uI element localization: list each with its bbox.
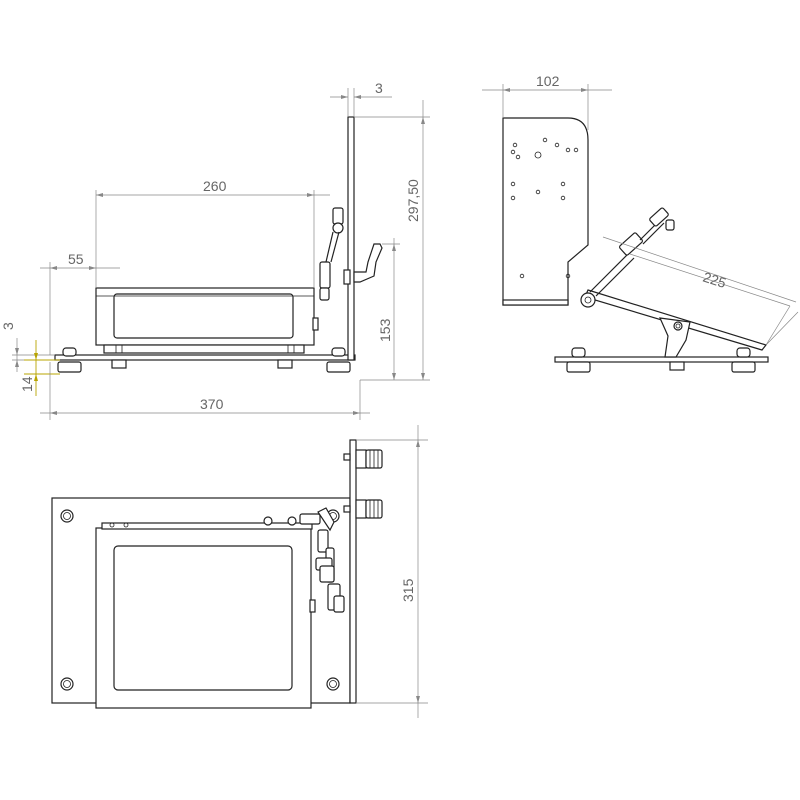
top-view: 315: [51, 425, 428, 718]
base-plate: [54, 354, 356, 361]
gas-spring-arm: [319, 207, 344, 301]
top-dimensions: 315: [356, 425, 428, 718]
dim-overall-width: 370: [200, 396, 224, 412]
side-gas-spring: [589, 207, 675, 297]
dim-overall-height: 297,50: [405, 179, 421, 222]
side-feet: [566, 347, 756, 373]
top-connectors: [343, 449, 383, 519]
dim-depth: 315: [400, 578, 416, 602]
lever-handle: [343, 243, 383, 285]
side-view: 102 225: [482, 73, 799, 373]
side-dimensions: 102 225: [482, 73, 799, 346]
dim-arm-length: 225: [701, 269, 728, 292]
front-dimensions: 3 297,50 260 55 15: [0, 80, 430, 420]
dim-bracket-height: 153: [377, 318, 393, 342]
dim-plate-thickness: 3: [375, 80, 383, 96]
top-corner-holes: [60, 509, 340, 691]
dim-screen-width: 260: [203, 178, 227, 194]
top-gas-spring: [299, 507, 345, 613]
plate-holes: [510, 137, 579, 279]
front-view: 3 297,50 260 55 15: [0, 80, 430, 420]
front-feet: [57, 347, 351, 373]
vertical-plate: [347, 116, 355, 361]
monitor-front: [95, 287, 319, 354]
dim-plate-width: 102: [536, 73, 560, 89]
dim-base-thickness: 3: [0, 322, 16, 330]
top-vertical-plate: [349, 439, 357, 704]
side-plate: [502, 117, 589, 306]
dim-foot-height: 14: [19, 376, 35, 392]
monitor-top: [95, 516, 316, 709]
side-base: [554, 356, 769, 363]
dim-offset: 55: [68, 251, 84, 267]
